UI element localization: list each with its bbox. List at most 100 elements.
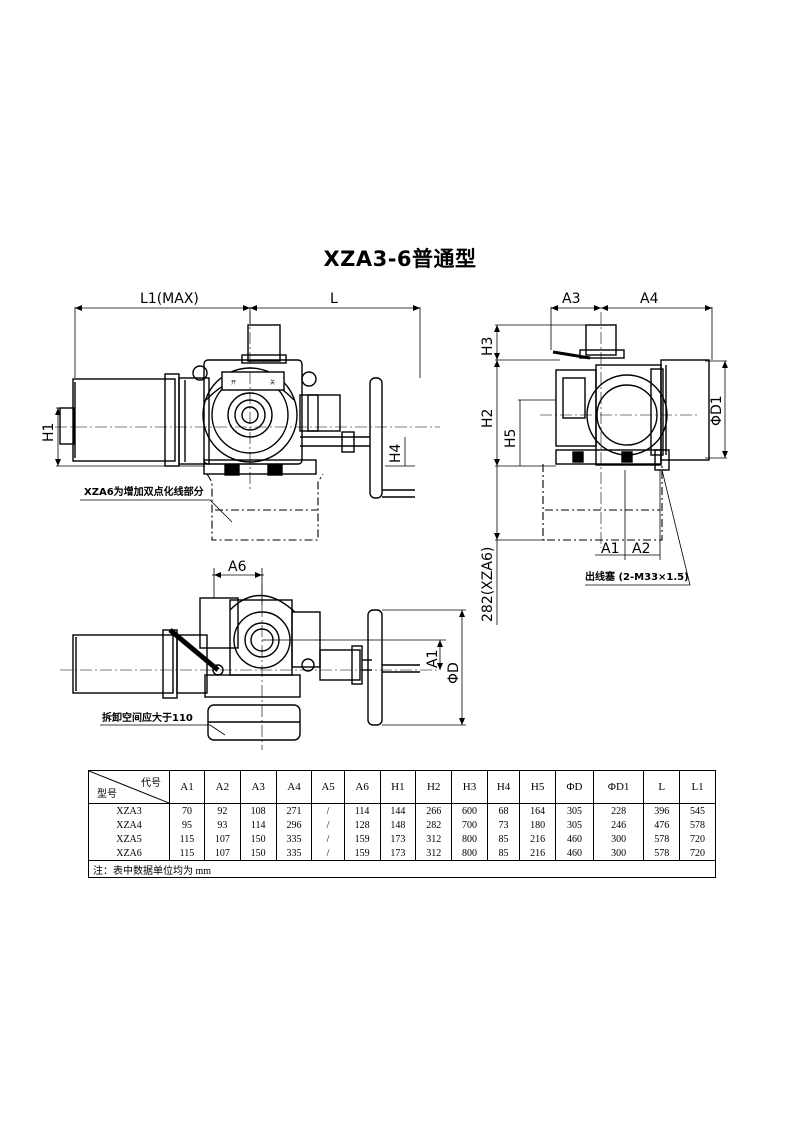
table-cell: 92 (203, 803, 241, 818)
table-cell: 68 (486, 803, 521, 818)
dim-d1: ΦD1 (709, 395, 725, 426)
spec-note-row: 注：表中数据单位均为 mm (88, 860, 716, 878)
table-cell: / (311, 818, 345, 832)
table-cell: 305 (555, 803, 595, 818)
col-header: A1 (169, 770, 205, 804)
dim-282-xza6: 282(XZA6) (480, 547, 496, 622)
table-cell: 107 (203, 832, 241, 846)
dim-a2: A2 (632, 541, 650, 557)
table-cell: / (311, 832, 345, 846)
dim-l: L (330, 291, 338, 307)
table-cell: 128 (343, 818, 381, 832)
dim-h1: H1 (41, 423, 57, 442)
col-header: A5 (311, 770, 345, 804)
table-cell: 800 (451, 846, 488, 861)
top-motor (72, 634, 174, 694)
table-cell: 150 (239, 846, 277, 861)
table-cell: 164 (519, 803, 557, 818)
table-cell: 578 (643, 846, 681, 861)
dim-h3: H3 (480, 337, 496, 356)
table-cell: 335 (275, 832, 313, 846)
drawing-title: XZA3-6普通型 (323, 247, 477, 271)
dim-a4: A4 (640, 291, 659, 307)
dim-a6: A6 (228, 559, 247, 575)
table-cell: 216 (519, 846, 557, 861)
table-cell: 246 (593, 818, 645, 832)
front-motor (72, 378, 176, 462)
table-cell: 159 (343, 832, 381, 846)
col-header: H3 (451, 770, 488, 804)
table-cell: 600 (451, 803, 488, 818)
table-cell: 335 (275, 846, 313, 861)
top-view (60, 568, 466, 750)
col-header: A6 (343, 770, 381, 804)
table-cell: 800 (451, 832, 488, 846)
note-disassembly: 拆卸空间应大于110 (102, 711, 193, 724)
table-cell: 545 (679, 803, 716, 818)
table-cell: 700 (451, 818, 488, 832)
table-cell: 312 (415, 832, 453, 846)
front-handwheel (369, 377, 383, 499)
front-view (55, 307, 440, 541)
dim-l1max: L1(MAX) (140, 291, 199, 307)
table-cell: 282 (415, 818, 453, 832)
table-cell: 266 (415, 803, 453, 818)
table-cell: / (311, 803, 345, 818)
technical-drawing: L1(MAX) L H1 H4 XZA6为增加双点化线部分 开 关 A3 A4 … (41, 291, 728, 750)
table-cell: 70 (169, 803, 205, 818)
top-handwheel (367, 609, 383, 726)
dim-d: ΦD (446, 662, 462, 684)
table-cell: 115 (169, 832, 205, 846)
row-model: XZA3 (88, 803, 170, 818)
table-cell: 148 (379, 818, 417, 832)
table-cell: 114 (239, 818, 277, 832)
table-cell: 300 (593, 832, 645, 846)
col-header: A3 (239, 770, 277, 804)
col-header: A4 (275, 770, 313, 804)
table-cell: 305 (555, 818, 595, 832)
indicator-open: 开 (231, 380, 236, 386)
spec-header-row: 代号 型号 A1 A2 A3 A4 A5 A6 H1 H2 H3 H4 H5 Φ… (88, 770, 716, 804)
row-model: XZA5 (88, 832, 170, 846)
note-cable-plug: 出线塞 (2-M33×1.5) (585, 570, 689, 583)
table-cell: / (311, 846, 345, 861)
table-cell: 144 (379, 803, 417, 818)
table-cell: 460 (555, 846, 595, 861)
dim-h5: H5 (503, 429, 519, 448)
table-cell: 476 (643, 818, 681, 832)
col-header: L1 (679, 770, 716, 804)
table-cell: 300 (593, 846, 645, 861)
dim-h4: H4 (388, 443, 404, 463)
dim-h2: H2 (480, 409, 496, 428)
spec-corner-cell: 代号 型号 (88, 770, 170, 804)
note-xza6-part: XZA6为增加双点化线部分 (84, 485, 204, 498)
col-header: ΦD1 (593, 770, 645, 804)
side-view (495, 307, 727, 625)
table-cell: 95 (169, 818, 205, 832)
spec-note: 注：表中数据单位均为 mm (88, 860, 716, 878)
table-cell: 115 (169, 846, 205, 861)
dimension-arrows (55, 305, 728, 725)
col-header: A2 (203, 770, 241, 804)
table-cell: 93 (203, 818, 241, 832)
table-cell: 312 (415, 846, 453, 861)
table-cell: 578 (679, 818, 716, 832)
table-cell: 159 (343, 846, 381, 861)
table-cell: 396 (643, 803, 681, 818)
col-header: H4 (486, 770, 521, 804)
col-header: H1 (379, 770, 417, 804)
dim-a1-side: A1 (601, 541, 619, 557)
table-cell: 150 (239, 832, 277, 846)
table-cell: 180 (519, 818, 557, 832)
dim-a3: A3 (562, 291, 580, 307)
table-cell: 720 (679, 832, 716, 846)
corner-code-label: 代号 (141, 778, 161, 789)
corner-model-label: 型号 (97, 789, 117, 800)
table-cell: 85 (486, 846, 521, 861)
table-cell: 173 (379, 846, 417, 861)
